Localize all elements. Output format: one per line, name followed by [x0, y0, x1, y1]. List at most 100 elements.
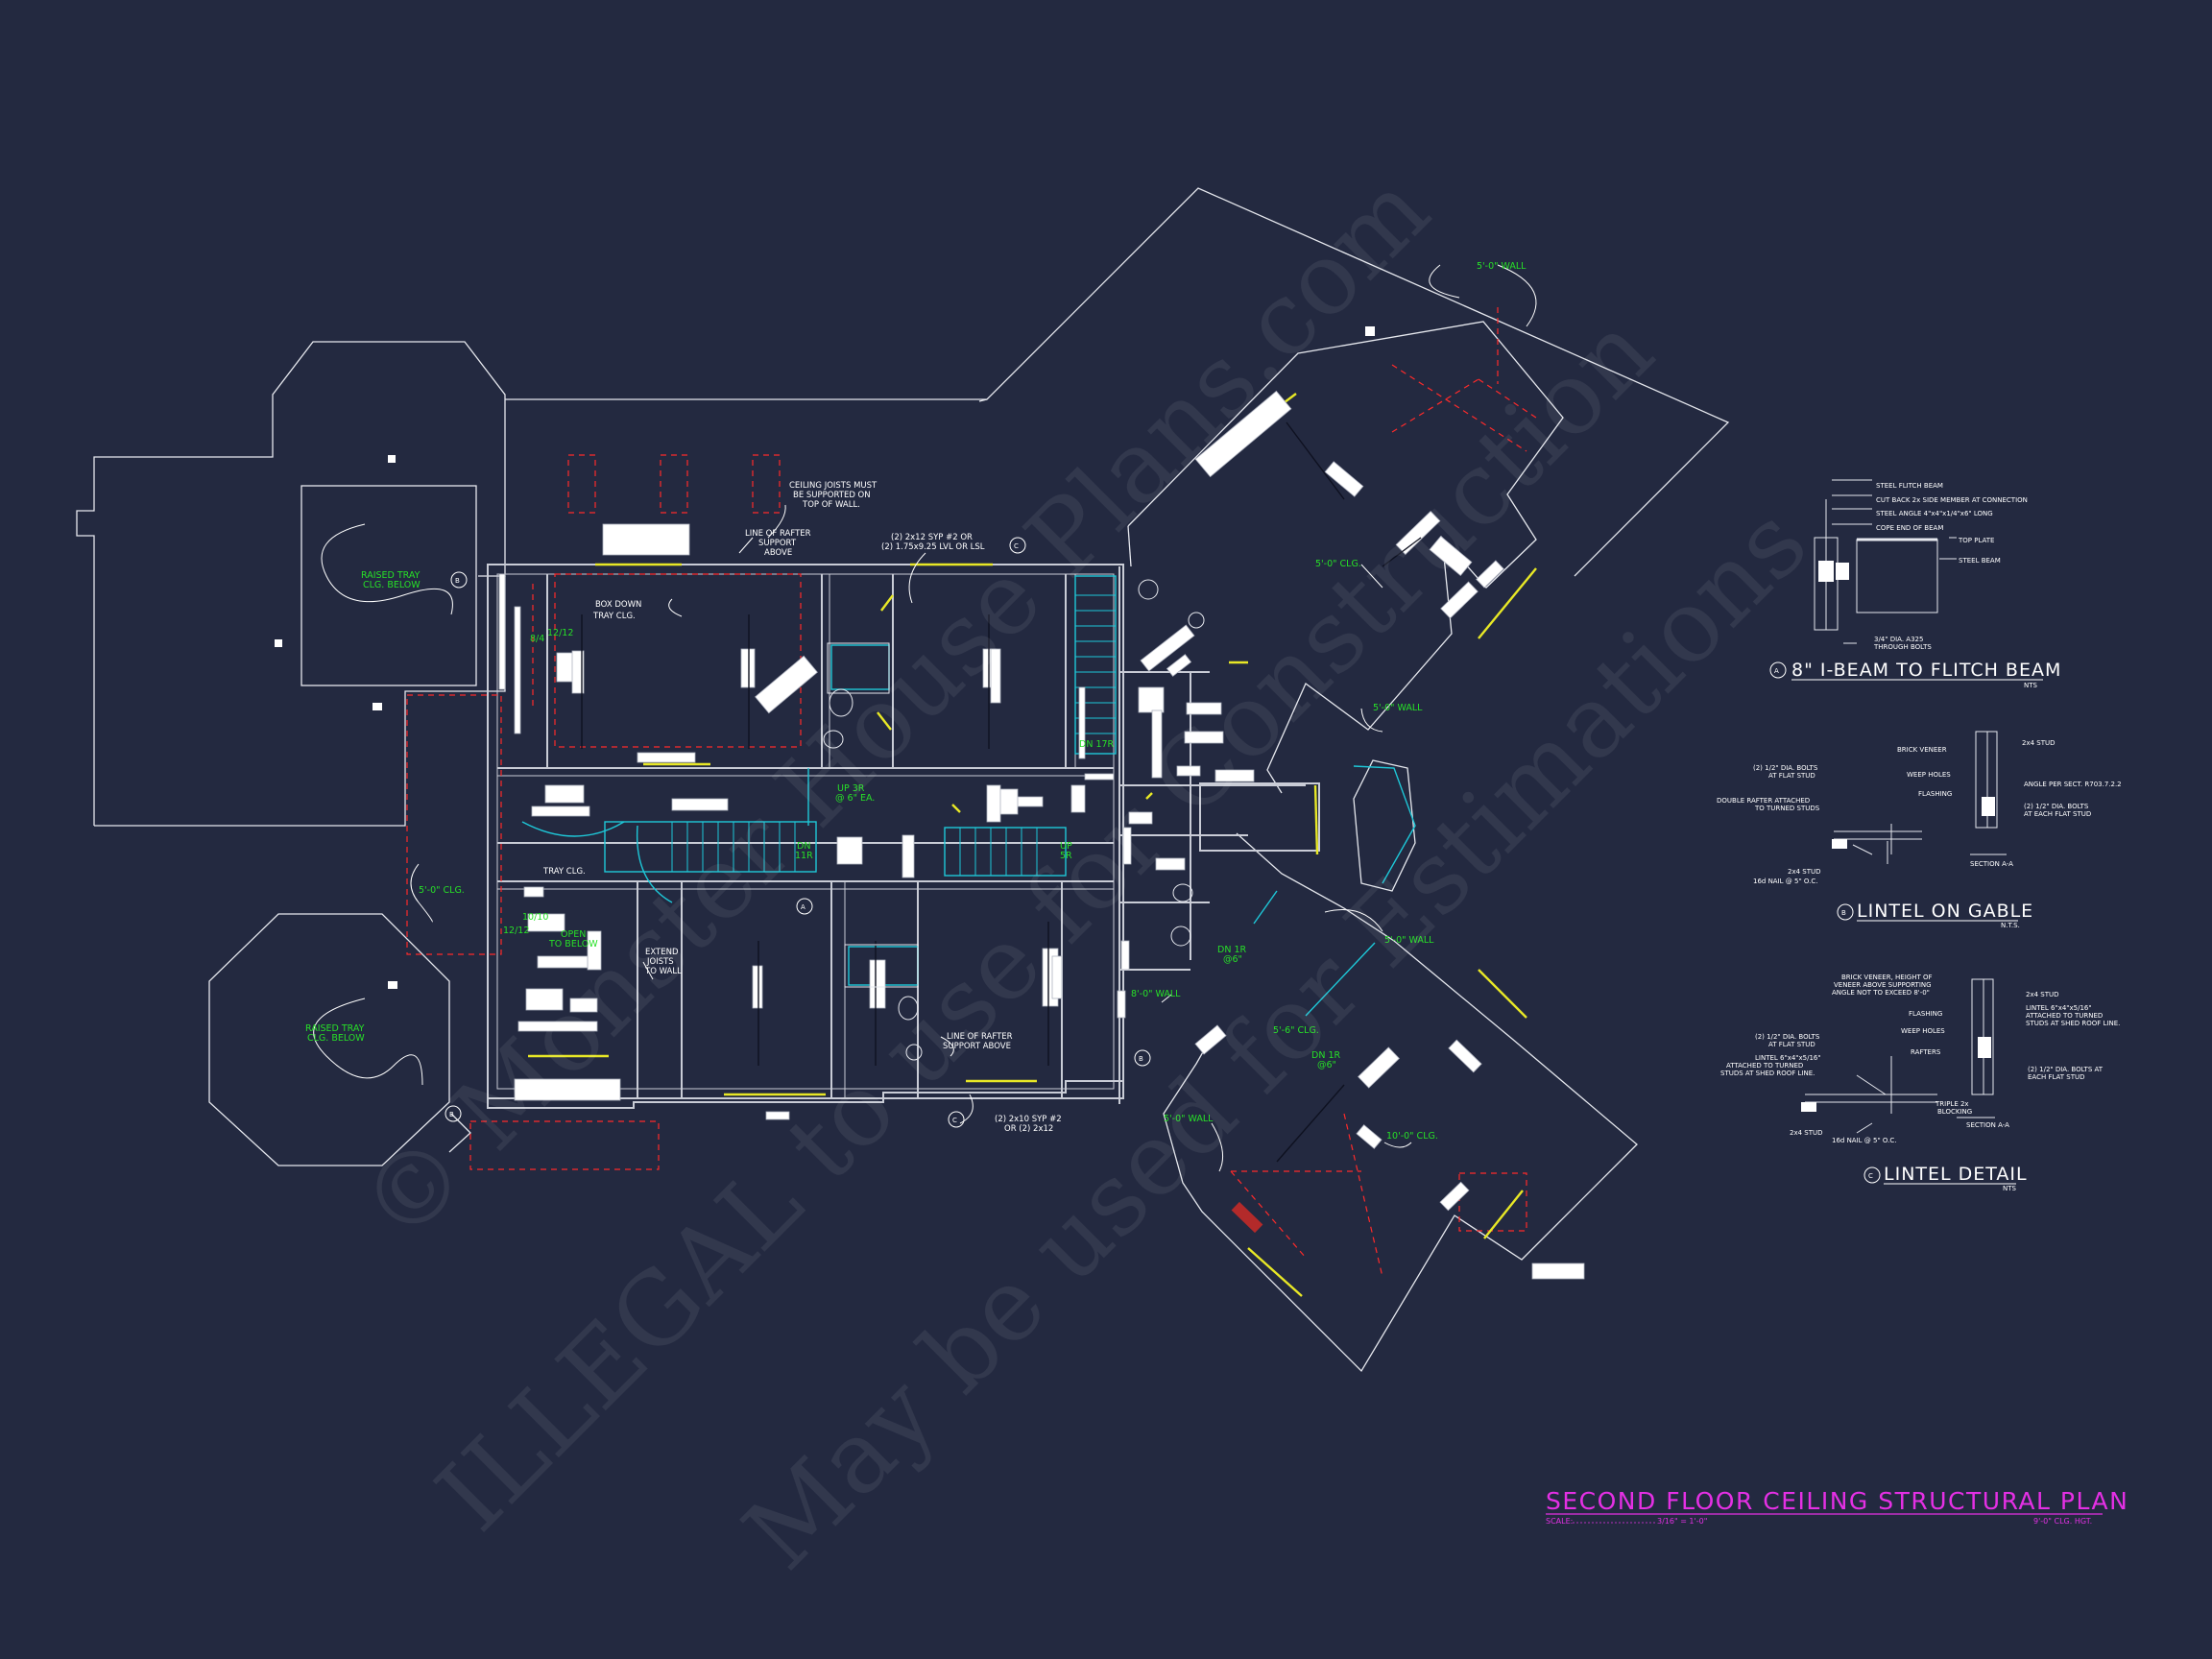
label-up-3r-1: UP 3R [837, 783, 865, 794]
detail-a-scale: NTS [2024, 682, 2038, 689]
detail-b-note-4: ANGLE PER SECT. R703.7.2.2 [2024, 781, 2122, 788]
label-dn-1r-b2: @6" [1317, 1060, 1336, 1070]
lintel-hatch [1231, 1201, 1263, 1234]
label-clg-upper-wing: 5'-0" CLG. [1315, 559, 1361, 569]
detail-c-note-19: BLOCKING [1937, 1108, 1972, 1116]
leader-lines [313, 264, 1537, 1172]
detail-c-title: LINTEL DETAIL [1884, 1164, 2028, 1185]
note-beam-bottom-2: OR (2) 2x12 [1004, 1124, 1053, 1134]
label-raised-tray-upper-2: CLG. BELOW [363, 580, 421, 590]
headers [528, 393, 1537, 1297]
wall-layout [487, 564, 1320, 1109]
detail-a-note-3: STEEL ANGLE 4"x4"x1/4"x6" LONG [1876, 510, 1993, 517]
label-dn-11r-2: 11R [795, 851, 813, 861]
label-clg-lower-2: 10'-0" CLG. [1386, 1131, 1438, 1142]
note-extend-3: TO WALL [644, 967, 682, 976]
detail-a-note-1: STEEL FLITCH BEAM [1876, 482, 1943, 490]
note-extend-2: JOISTS [646, 957, 674, 967]
section-marker-b2: B [1139, 1055, 1143, 1063]
detail-b-note-1: BRICK VENEER [1897, 746, 1947, 754]
section-marker-labels: B C A B C B [449, 542, 1143, 1124]
detail-c-note-18: TRIPLE 2x [1935, 1100, 1969, 1108]
sheet-ceiling-height: 9'-0" CLG. HGT. [2033, 1517, 2092, 1526]
green-labels: RAISED TRAY CLG. BELOW RAISED TRAY CLG. … [305, 261, 1527, 1142]
detail-c-note-11: AT FLAT STUD [1768, 1041, 1815, 1048]
label-open-below-2: TO BELOW [548, 939, 598, 950]
note-box-down-1: BOX DOWN [595, 600, 641, 610]
detail-c-note-17: EACH FLAT STUD [2028, 1073, 2085, 1081]
label-size-4: 12/12 [503, 926, 529, 936]
note-extend-1: EXTEND [645, 948, 679, 957]
label-clg-left: 5'-0" CLG. [419, 885, 465, 896]
detail-a-note-4: COPE END OF BEAM [1876, 524, 1943, 532]
note-rafter-bottom-1: LINE OF RAFTER [947, 1032, 1013, 1042]
fixtures [823, 579, 1205, 1061]
detail-c-note-22: SECTION A-A [1966, 1121, 2009, 1129]
detail-b-note-7: AT EACH FLAT STUD [2024, 810, 2091, 818]
label-size-2: 12/12 [547, 628, 573, 638]
detail-c-note-14: STUDS AT SHED ROOF LINE. [1720, 1070, 1815, 1077]
roof-outline [76, 187, 1730, 1373]
section-marker-b1: B [455, 577, 460, 585]
detail-a-title: 8" I-BEAM TO FLITCH BEAM [1791, 660, 2061, 681]
label-up-3r-2: @ 6" EA. [835, 793, 875, 804]
detail-b-note-5: FLASHING [1918, 790, 1952, 798]
label-dn-1r-b1: DN 1R [1311, 1050, 1340, 1061]
label-size-3: 10/10 [522, 912, 548, 923]
note-ceiling-joists-2: BE SUPPORTED ON [793, 491, 871, 500]
detail-c-note-13: ATTACHED TO TURNED [1726, 1062, 1803, 1070]
sheet-scale-label: SCALE: [1546, 1517, 1573, 1526]
detail-c-note-8: FLASHING [1909, 1010, 1942, 1018]
detail-a-marker: A [1774, 667, 1779, 675]
label-wall-upper-wing: 5'-0" WALL [1373, 703, 1423, 713]
note-ceiling-joists-3: TOP OF WALL. [802, 500, 860, 510]
detail-a: STEEL FLITCH BEAM CUT BACK 2x SIDE MEMBE… [1769, 479, 2061, 689]
detail-b-note-3: WEEP HOLES [1907, 771, 1951, 779]
label-clg-lower-1: 5'-6" CLG. [1273, 1025, 1319, 1036]
label-up-5r-2: 5R [1060, 851, 1072, 861]
detail-c-note-3: ANGLE NOT TO EXCEED 8'-0" [1832, 989, 1930, 997]
detail-b: BRICK VENEER 2x4 STUD WEEP HOLES ANGLE P… [1717, 731, 2122, 929]
note-beam-top-2: (2) 1.75x9.25 LVL OR LSL [881, 542, 985, 552]
label-raised-tray-upper-1: RAISED TRAY [361, 570, 421, 581]
detail-c-note-1: BRICK VENEER, HEIGHT OF [1841, 974, 1933, 981]
label-raised-tray-lower-1: RAISED TRAY [305, 1023, 365, 1034]
section-marker-a1: A [801, 903, 805, 911]
note-rafter-bottom-2: SUPPORT ABOVE [943, 1042, 1011, 1051]
detail-b-note-2: 2x4 STUD [2022, 739, 2056, 747]
label-dn-11r-1: DN [797, 841, 810, 852]
section-marker-b3: B [449, 1111, 454, 1118]
label-wall-lower-left: 5'-0" WALL [1164, 1114, 1214, 1124]
plan-notes: CEILING JOISTS MUST BE SUPPORTED ON TOP … [542, 481, 1062, 1134]
detail-c-note-7: STUDS AT SHED ROOF LINE. [2026, 1020, 2120, 1027]
section-marker-c2: C [952, 1117, 957, 1124]
detail-c-marker: C [1868, 1172, 1873, 1180]
detail-a-note-6: STEEL BEAM [1959, 557, 2001, 565]
label-dn-1r-a1: DN 1R [1217, 945, 1246, 955]
detail-c-note-6: ATTACHED TO TURNED [2026, 1012, 2103, 1020]
detail-c-note-10: (2) 1/2" DIA. BOLTS [1755, 1033, 1820, 1041]
detail-c-note-15: RAFTERS [1911, 1048, 1941, 1056]
detail-c-note-5: LINTEL 6"x4"x5/16" [2026, 1004, 2092, 1012]
detail-c-note-2: VENEER ABOVE SUPPORTING [1834, 981, 1932, 989]
label-size-1: 8/4 [530, 634, 544, 644]
markers-small [275, 326, 1375, 989]
label-dn-1r-a2: @6" [1223, 954, 1242, 965]
detail-b-scale: N.T.S. [2001, 922, 2020, 929]
section-marker-c1: C [1014, 542, 1019, 550]
detail-c-note-20: 2x4 STUD [1790, 1129, 1823, 1137]
label-up-5r-1: UP [1060, 841, 1072, 852]
detail-b-note-14: SECTION A-A [1970, 860, 2013, 868]
detail-a-note-8: THROUGH BOLTS [1873, 643, 1932, 651]
note-rafter-top-1: LINE OF RAFTER [745, 529, 811, 539]
detail-b-title: LINTEL ON GABLE [1857, 901, 2033, 922]
label-dn-17r: DN 17R [1079, 739, 1115, 750]
detail-a-note-5: TOP PLATE [1958, 537, 1994, 544]
detail-b-note-6: (2) 1/2" DIA. BOLTS [2024, 803, 2089, 810]
detail-b-note-13: 16d NAIL @ 5" O.C. [1753, 878, 1817, 885]
label-wall-top: 5'-0" WALL [1477, 261, 1527, 272]
sheet-scale-value: 3/16" = 1'-0" [1657, 1517, 1707, 1526]
note-tray-clg: TRAY CLG. [542, 867, 586, 877]
detail-c: BRICK VENEER, HEIGHT OF VENEER ABOVE SUP… [1720, 974, 2120, 1192]
